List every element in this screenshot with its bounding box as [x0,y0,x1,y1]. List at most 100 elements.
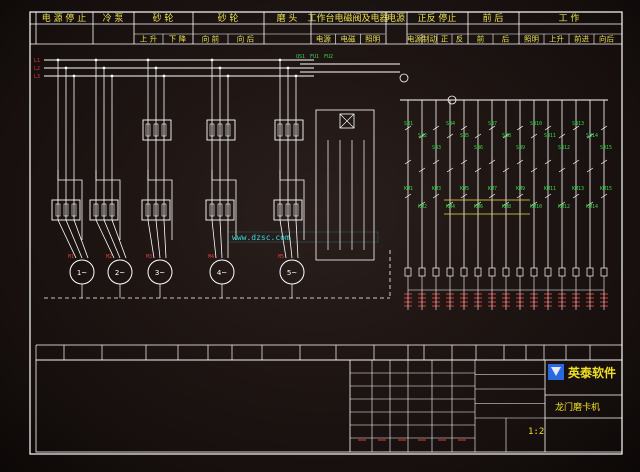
contact-label: SB7 [488,121,497,127]
header-label: 工 作 [559,12,580,24]
contact-switch [488,159,496,165]
contact-label: KM8 [502,204,511,210]
contact-label: SB12 [558,145,570,151]
contact-switch [404,125,412,131]
contact-switch [502,133,510,139]
contact-switch [432,159,440,165]
header-sublabel: 上 升 [140,35,158,44]
header-sublabel: 向 后 [237,34,255,44]
control-circuit: SB1KM1SB2KM2SB3KM3SB4KM4SB5KM5SB6KM6SB7K… [315,73,612,310]
header-sublabel: 电磁 [341,34,356,44]
relay-coil [418,267,426,277]
header-label: 电源 [387,12,405,24]
motor-id-label: M5 [278,254,284,260]
contact-switch [572,159,580,165]
contact-switch [530,133,538,139]
column-strip [35,344,623,361]
motor-label: 5~ [287,269,297,277]
relay-coil [404,267,412,277]
contact-switch [544,193,552,199]
contact-switch [488,193,496,199]
contact-switch [572,193,580,199]
header-table: 电 源 停 止冷 泵砂 轮上 升下 降砂 轮向 前向 后磨 头工作台电磁阀及电器… [30,12,622,45]
contact-switch [432,193,440,199]
relay-coil [474,267,482,277]
relay-coil [460,267,468,277]
phase-label: L1 [34,58,40,64]
motor-id-label: M1 [68,254,74,260]
contact-label: KM7 [488,186,497,192]
header-sublabel: 照明 [524,35,539,44]
contact-label: SB6 [474,145,483,151]
motor-id-label: M2 [106,254,112,260]
contact-switch [432,125,440,131]
contact-switch [404,193,412,199]
contact-label: KM3 [432,186,441,192]
contact-label: KM9 [516,186,525,192]
contact-switch [516,159,524,165]
power-bus [44,59,608,101]
relay-coil [488,267,496,277]
relay-coil [600,267,608,277]
phase-label: L3 [34,74,40,80]
contact-switch [558,201,566,207]
contact-switch [418,201,426,207]
header-label: 正反 停止 [418,12,457,24]
contact-switch [460,159,468,165]
contact-switch [600,193,608,199]
contact-label: KM12 [558,204,570,210]
header-sublabel: 照明 [365,35,380,44]
relay-coil [502,267,510,277]
contact-label: SB5 [460,133,469,139]
contact-label: SB13 [572,121,584,127]
contact-label: KM11 [544,186,556,192]
contact-switch [558,167,566,173]
header-sublabel: 后 [502,34,510,44]
contact-switch [530,201,538,207]
brand-name: 英泰软件 [568,365,616,380]
contact-label: SB8 [502,133,511,139]
electromagnet-frame [315,109,375,261]
relay-coil [446,267,454,277]
header-label: 砂 轮 [218,12,239,24]
contact-label: KM15 [600,186,612,192]
contact-switch [572,125,580,131]
contact-switch [460,125,468,131]
contact-switch [418,167,426,173]
relay-coil [558,267,566,277]
contact-switch [516,193,524,199]
header-sublabel: 前 [477,34,485,44]
title-block [35,359,623,453]
contact-switch [404,159,412,165]
header-sublabel: 前进 [574,34,589,44]
motor-id-label: M3 [146,254,152,260]
contact-switch [600,159,608,165]
header-label: 冷 泵 [103,12,124,24]
relay-coil [530,267,538,277]
relay-coil [586,267,594,277]
contact-label: SB14 [586,133,598,139]
rectifier-box [339,113,355,129]
contact-label: SB11 [544,133,556,139]
transformer-coil [447,95,457,105]
motor-label: 4~ [217,269,227,277]
contact-label: SB3 [432,145,441,151]
motor-label: 2~ [115,269,125,277]
contact-label: SB1 [404,121,413,127]
motor-label: 1~ [77,269,87,277]
contact-switch [418,133,426,139]
header-sublabel: 电源 [407,34,422,44]
contact-switch [474,133,482,139]
header-sublabel: 上升 [549,35,564,44]
watermark-text: www.dzsc.com [232,233,290,242]
relay-coil [544,267,552,277]
contact-label: KM5 [460,186,469,192]
breaker-label: FU1 [310,54,319,60]
header-sublabel: 向后 [599,34,614,44]
watermark-box [227,231,379,243]
contact-label: KM6 [474,204,483,210]
contact-switch [544,125,552,131]
contact-label: SB9 [516,145,525,151]
contact-label: SB10 [530,121,542,127]
